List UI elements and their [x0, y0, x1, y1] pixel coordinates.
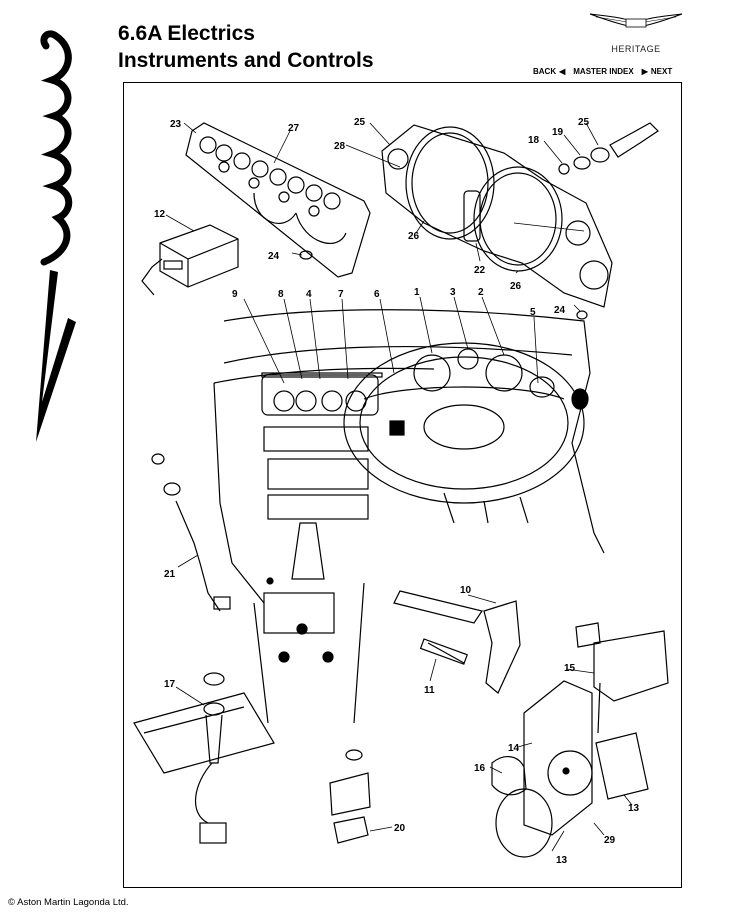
- triangle-left-icon: ◀: [559, 67, 566, 76]
- retaining-clip-20: [329, 749, 371, 844]
- callout-14: 14: [508, 743, 520, 754]
- callout-8: 8: [278, 289, 284, 300]
- heritage-label: HERITAGE: [611, 44, 661, 54]
- instrument-panel-plate: [185, 122, 371, 278]
- callout-6: 6: [374, 289, 380, 300]
- callout-28: 28: [334, 141, 346, 152]
- callout-leaders: [165, 122, 633, 852]
- callout-19: 19: [552, 127, 564, 138]
- master-index-link[interactable]: MASTER INDEX: [573, 67, 633, 76]
- callout-24: 24: [268, 251, 280, 262]
- callout-12: 12: [154, 209, 166, 220]
- callout-22: 22: [474, 265, 486, 276]
- callout-7: 7: [338, 289, 344, 300]
- next-link[interactable]: ▶NEXT: [642, 67, 673, 76]
- auxiliary-gauges: [261, 372, 383, 378]
- callout-11: 11: [424, 685, 435, 696]
- master-index-label: MASTER INDEX: [573, 67, 634, 76]
- callout-25b: 25: [578, 117, 590, 128]
- next-label: NEXT: [650, 67, 673, 76]
- cigar-lighter-assembly: [133, 672, 275, 844]
- callout-5: 5: [530, 307, 536, 318]
- fastener-nut-right: [576, 310, 588, 320]
- instrument-bezel: [381, 124, 613, 308]
- steering-wheel: [343, 342, 589, 504]
- back-link[interactable]: BACK◀: [533, 67, 565, 76]
- control-module: [141, 224, 239, 296]
- callout-26b: 26: [510, 281, 522, 292]
- callout-13b: 13: [556, 855, 568, 866]
- callout-1: 1: [414, 287, 420, 298]
- callout-9: 9: [232, 289, 238, 300]
- pedals: [443, 492, 529, 524]
- callout-29: 29: [604, 835, 616, 846]
- callout-4: 4: [306, 289, 312, 300]
- aston-martin-brand: HERITAGE: [586, 8, 686, 54]
- callout-27: 27: [288, 123, 300, 134]
- callout-10: 10: [460, 585, 472, 596]
- section-subtitle: Instruments and Controls: [118, 49, 374, 72]
- callout-16: 16: [474, 763, 486, 774]
- dashboard-outline: [213, 309, 605, 724]
- callout-numbers: 23 27 25 28 18 19 25 12 24 26 22 26 24 9…: [154, 117, 640, 866]
- back-label: BACK: [533, 67, 557, 76]
- callout-17: 17: [164, 679, 176, 690]
- page-navigation: BACK◀ MASTER INDEX ▶NEXT: [533, 67, 672, 76]
- callout-20: 20: [394, 823, 406, 834]
- aston-martin-wings-logo: [589, 13, 683, 28]
- bulb-holder-assembly: [558, 122, 659, 175]
- callout-2: 2: [478, 287, 484, 298]
- callout-15: 15: [564, 663, 576, 674]
- callout-3: 3: [450, 287, 456, 298]
- callout-21: 21: [164, 569, 176, 580]
- instruments-and-controls-drawing: 23 27 25 28 18 19 25 12 24 26 22 26 24 9…: [133, 117, 669, 866]
- column-switch-stalk: [393, 590, 521, 694]
- callout-26: 26: [408, 231, 420, 242]
- page-title: 6.6A Electrics Instruments and Controls: [118, 20, 374, 74]
- sensor-lead-21: [151, 453, 231, 612]
- exploded-diagram: 23 27 25 28 18 19 25 12 24 26 22 26 24 9…: [123, 82, 682, 888]
- section-title: 6.6A Electrics: [118, 22, 255, 45]
- switch-connector-15: [575, 622, 669, 734]
- copyright-footer: © Aston Martin Lagonda Ltd.: [8, 897, 129, 908]
- triangle-right-icon: ▶: [641, 67, 648, 76]
- callout-23: 23: [170, 119, 182, 130]
- headlamp-switch-assembly: [491, 680, 649, 858]
- callout-13: 13: [628, 803, 640, 814]
- callout-24b: 24: [554, 305, 566, 316]
- callout-18: 18: [528, 135, 540, 146]
- vantage-script-logo: [36, 30, 76, 442]
- callout-25: 25: [354, 117, 366, 128]
